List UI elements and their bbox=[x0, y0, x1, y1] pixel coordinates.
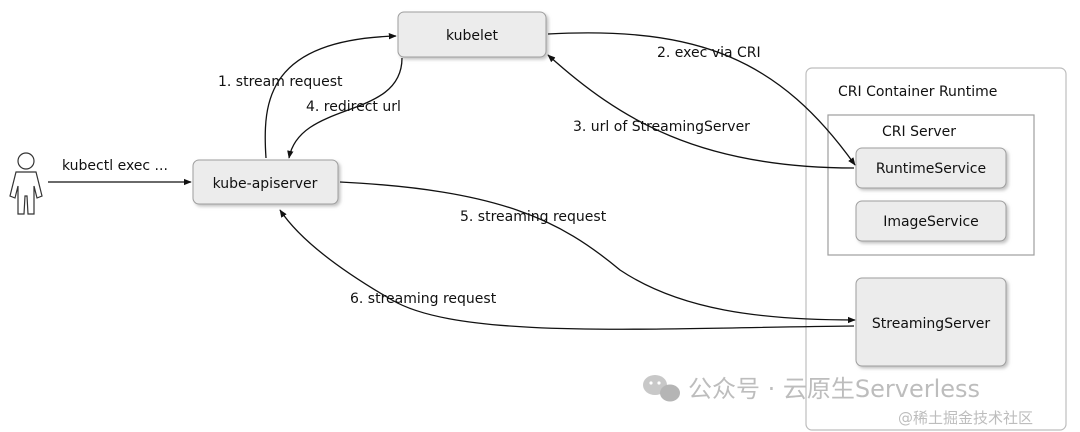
redirect-url-arrow bbox=[287, 57, 403, 159]
stream-request-arrow bbox=[264, 33, 397, 159]
image-service-node: ImageService bbox=[855, 200, 1007, 242]
streaming-server-node: StreamingServer bbox=[855, 277, 1007, 367]
runtime-service-node: RuntimeService bbox=[855, 147, 1007, 189]
exec-via-cri-arrow bbox=[547, 32, 856, 166]
cri-container-runtime-title: CRI Container Runtime bbox=[838, 84, 997, 100]
user-icon bbox=[9, 152, 43, 215]
kubelet-node: kubelet bbox=[397, 11, 547, 58]
stream-request-label: 1. stream request bbox=[218, 74, 343, 90]
streaming-request-6-arrow bbox=[279, 209, 855, 330]
streaming-request-6-label: 6. streaming request bbox=[350, 291, 497, 307]
exec-via-cri-label: 2. exec via CRI bbox=[657, 45, 761, 61]
image-service-label: ImageService bbox=[883, 214, 979, 230]
streaming-request-5-label: 5. streaming request bbox=[460, 209, 607, 225]
kube-apiserver-label: kube-apiserver bbox=[213, 176, 318, 192]
watermark-channel: 公众号 · 云原生Serverless bbox=[688, 375, 980, 403]
streaming-request-5-arrow bbox=[339, 181, 856, 324]
url-of-streaming-server-arrow bbox=[547, 54, 855, 169]
watermark-site: @稀土掘金技术社区 bbox=[898, 409, 1033, 427]
redirect-url-label: 4. redirect url bbox=[306, 99, 401, 115]
kubelet-label: kubelet bbox=[446, 28, 499, 44]
streaming-server-label: StreamingServer bbox=[872, 316, 990, 332]
cri-server-title: CRI Server bbox=[882, 124, 956, 140]
kubectl-exec-label: kubectl exec ... bbox=[62, 158, 168, 174]
kube-apiserver-node: kube-apiserver bbox=[192, 159, 339, 205]
runtime-service-label: RuntimeService bbox=[876, 161, 986, 177]
wechat-icon bbox=[643, 375, 680, 402]
url-of-streaming-server-label: 3. url of StreamingServer bbox=[573, 119, 750, 135]
